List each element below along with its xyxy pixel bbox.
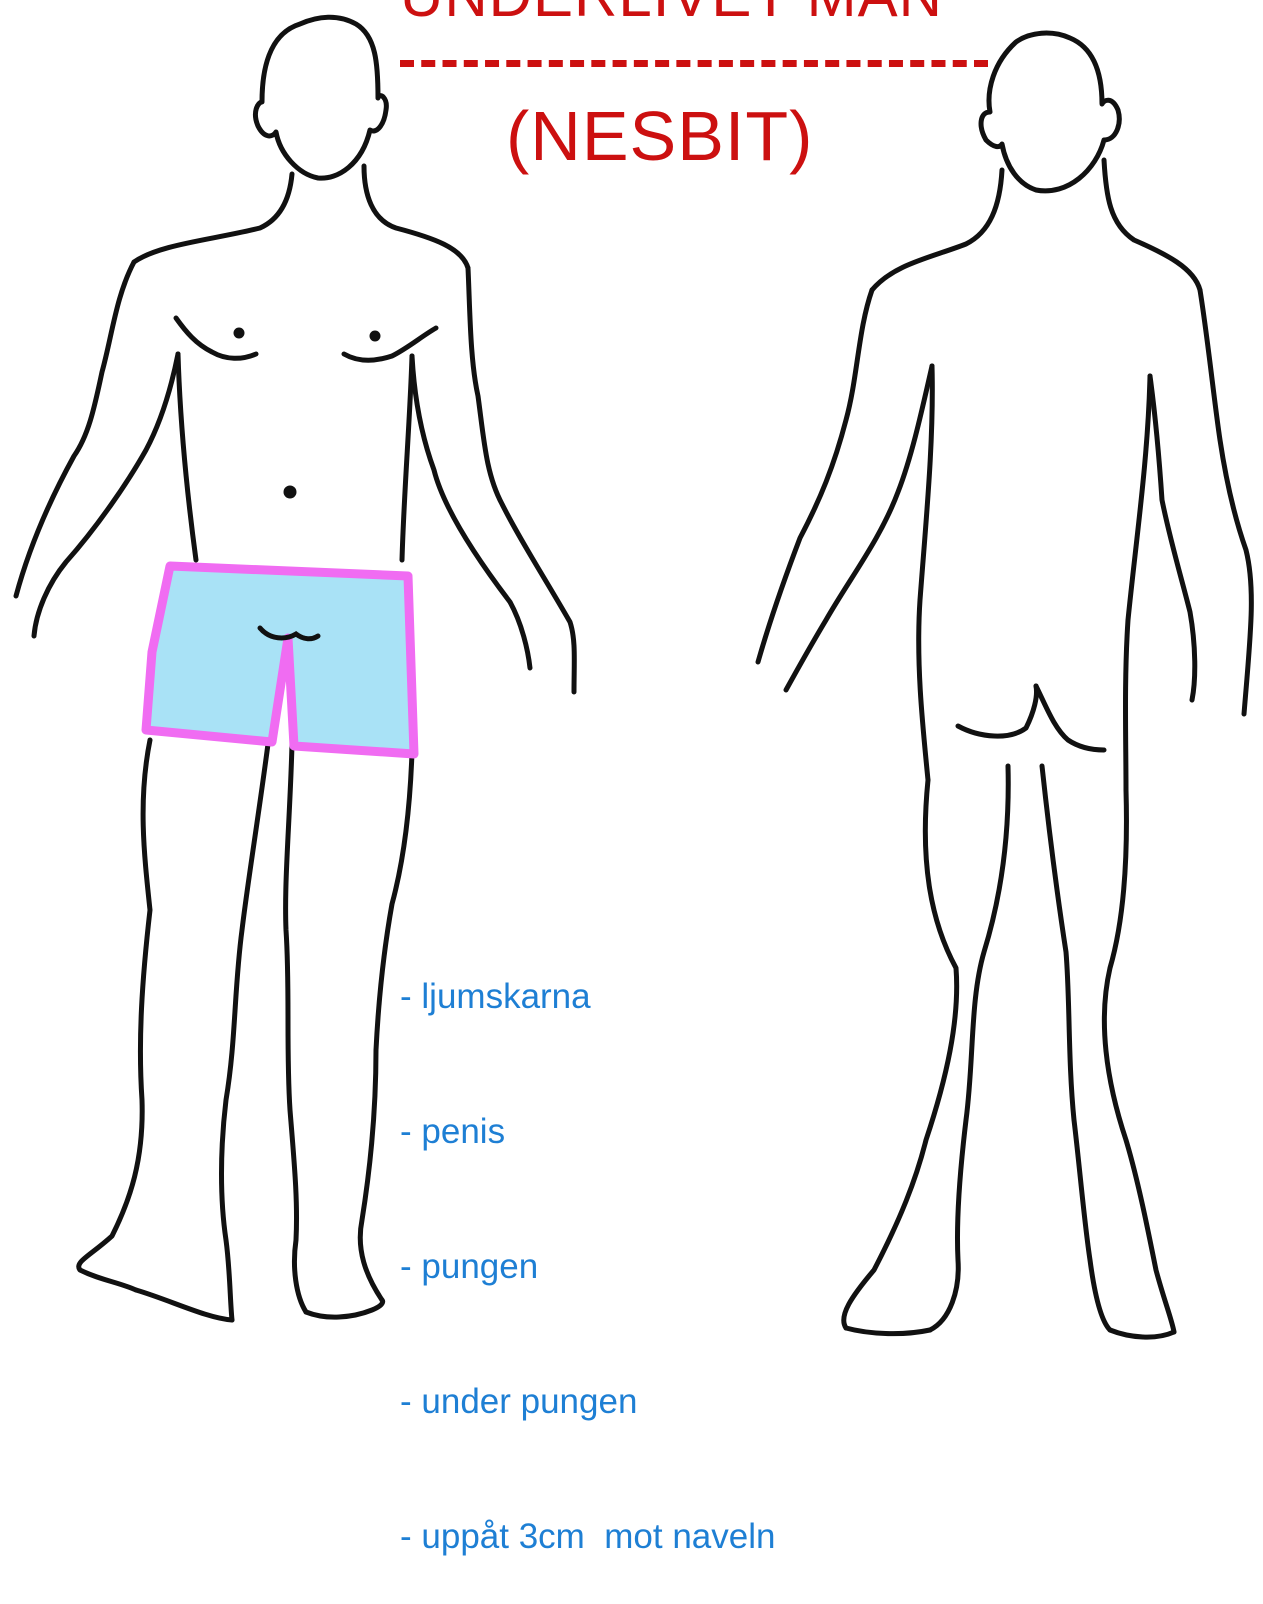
front-left-leg-inner: [222, 744, 269, 1320]
back-buttocks-left: [958, 686, 1037, 736]
back-left-foot: [846, 1328, 930, 1334]
back-torso-left: [919, 366, 933, 780]
back-left-leg-outer: [844, 780, 957, 1328]
front-left-arm-outer: [16, 262, 134, 596]
front-torso-right: [402, 356, 412, 560]
front-left-foot: [136, 1290, 232, 1320]
highlighted-genital-area: [146, 566, 414, 754]
front-chest-left: [176, 318, 256, 358]
front-neck-left: [134, 174, 292, 262]
back-head: [981, 33, 1119, 191]
back-neck-right: [1104, 160, 1200, 290]
front-torso-left: [178, 354, 196, 560]
area-list-item: - ljumskarna: [400, 974, 775, 1019]
back-right-leg-inner: [1042, 766, 1110, 1330]
area-label: uppåt 3cm mot naveln: [421, 1517, 775, 1556]
front-left-leg-outer: [79, 740, 150, 1290]
area-label: penis: [421, 1112, 505, 1151]
back-right-leg-outer: [1104, 790, 1174, 1332]
front-chest-right: [344, 328, 436, 360]
diagram-title: UNDERLIVET MAN: [400, 0, 943, 26]
area-list: - ljumskarna - penis - pungen - under pu…: [400, 884, 775, 1604]
front-neck-right: [364, 166, 468, 268]
back-buttocks-right: [1036, 686, 1104, 750]
front-right-arm-inner: [412, 356, 530, 668]
area-label: ljumskarna: [421, 977, 590, 1016]
front-right-foot: [306, 1300, 383, 1317]
back-right-arm-outer: [1200, 290, 1251, 714]
front-nipple-right: [372, 333, 378, 339]
back-torso-right: [1126, 376, 1151, 790]
back-neck-left: [872, 170, 1002, 290]
front-head: [255, 17, 386, 178]
title-divider: [400, 60, 988, 67]
area-list-item: - penis: [400, 1109, 775, 1154]
back-left-arm-outer: [758, 290, 872, 662]
area-list-item: - uppåt 3cm mot naveln: [400, 1514, 775, 1559]
area-label: pungen: [421, 1247, 538, 1286]
diagram-subtitle: (NESBIT): [506, 98, 813, 174]
back-right-arm-inner: [1150, 376, 1195, 700]
front-nipple-left: [236, 330, 242, 336]
area-label: under pungen: [421, 1382, 637, 1421]
front-right-leg-inner: [286, 744, 306, 1312]
area-list-item: - pungen: [400, 1244, 775, 1289]
back-right-foot: [1110, 1330, 1174, 1337]
area-list-item: - under pungen: [400, 1379, 775, 1424]
back-left-leg-inner: [930, 766, 1008, 1330]
front-navel: [286, 488, 294, 496]
back-figure: [758, 33, 1251, 1337]
